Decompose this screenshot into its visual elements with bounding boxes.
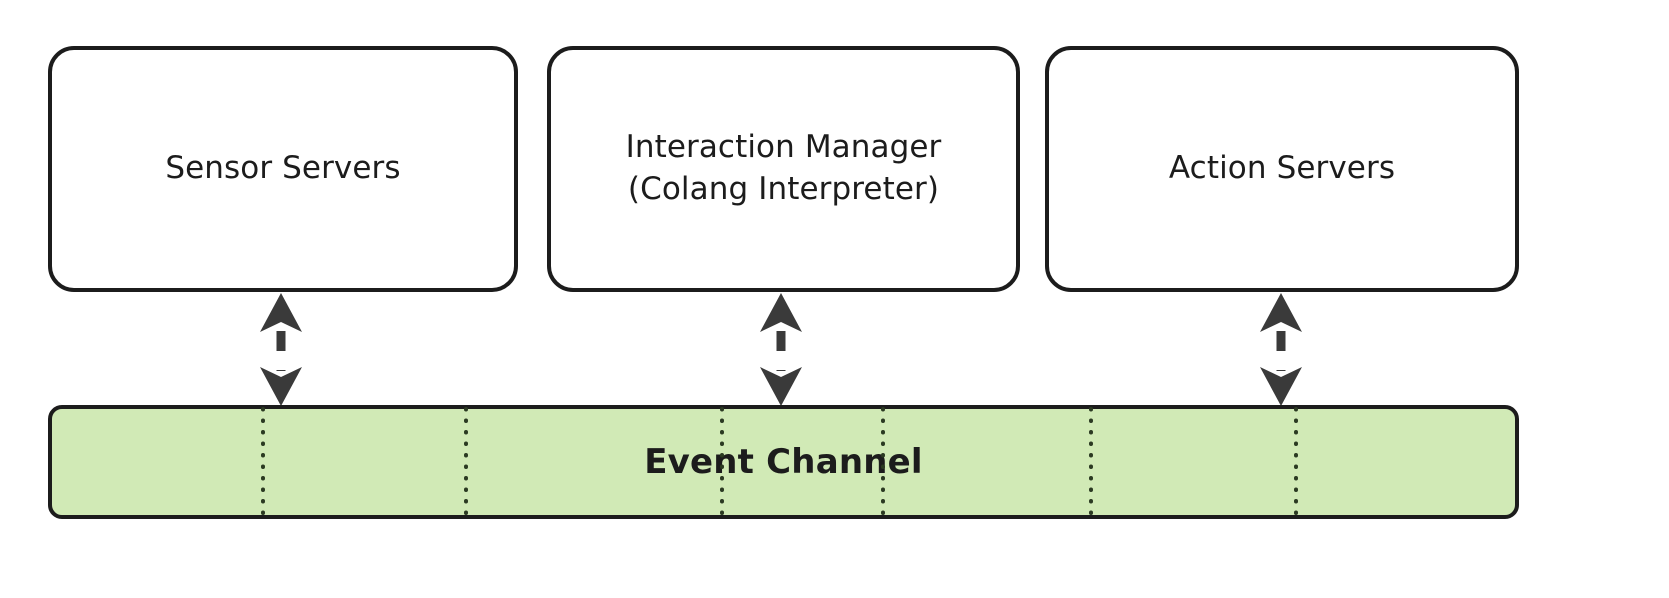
arrowhead-down-icon bbox=[760, 367, 802, 406]
node-label: Action Servers bbox=[1168, 150, 1396, 187]
arrowhead-down-icon bbox=[260, 367, 302, 406]
arrowhead-up-icon bbox=[1260, 293, 1302, 332]
node-sensor-servers[interactable]: Sensor Servers bbox=[48, 46, 518, 292]
node-action-servers[interactable]: Action Servers bbox=[1045, 46, 1519, 292]
arrowhead-up-icon bbox=[760, 293, 802, 332]
arrowhead-up-icon bbox=[260, 293, 302, 332]
connector-interaction-manager-event-channel bbox=[760, 293, 802, 406]
node-label: Sensor Servers bbox=[165, 150, 401, 187]
node-label: Interaction Manager (Colang Interpreter) bbox=[625, 129, 942, 207]
event-channel-bar[interactable]: Event Channel bbox=[48, 405, 1519, 519]
connector-action-servers-event-channel bbox=[1260, 293, 1302, 406]
connector-sensor-servers-event-channel bbox=[260, 293, 302, 406]
arrowhead-down-icon bbox=[1260, 367, 1302, 406]
node-interaction-manager[interactable]: Interaction Manager (Colang Interpreter) bbox=[547, 46, 1020, 292]
event-channel-label: Event Channel bbox=[644, 442, 923, 482]
